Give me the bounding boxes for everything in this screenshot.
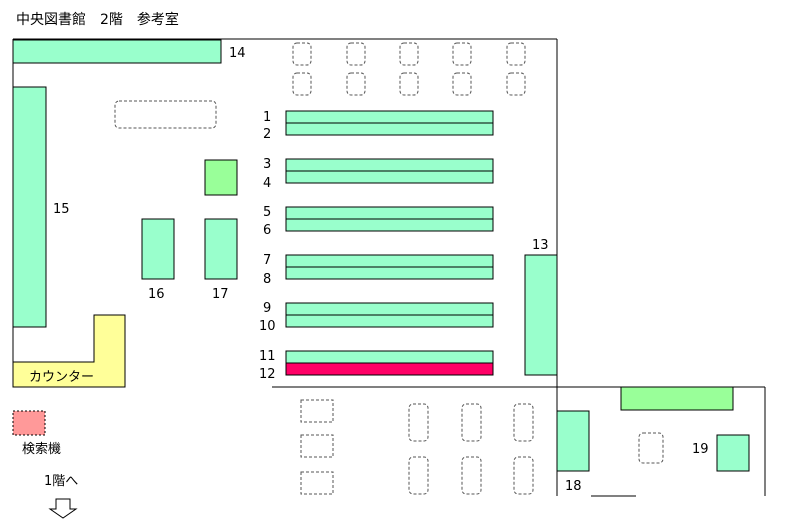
shelf-18-label: 18 [565, 479, 582, 494]
shelf-6[interactable] [285, 218, 494, 232]
shelf-19[interactable] [716, 434, 750, 472]
shelf-12-label: 12 [259, 367, 276, 382]
shelf-13[interactable] [524, 254, 558, 376]
shelf-14-label: 14 [229, 46, 246, 61]
shelf-13-label: 13 [532, 238, 549, 253]
shelf-16-label: 16 [148, 287, 165, 302]
shelf-4-label: 4 [263, 176, 271, 191]
shelf-12[interactable] [285, 362, 494, 376]
shelf-2[interactable] [285, 122, 494, 136]
shelf-11-label: 11 [259, 349, 276, 364]
display-shelf-bottom[interactable] [620, 386, 734, 411]
shelf-18[interactable] [556, 410, 590, 472]
shelf-15-label: 15 [53, 202, 70, 217]
stairs-label: 1階へ [44, 474, 78, 489]
shelf-2-label: 2 [263, 127, 271, 142]
seats-top [292, 42, 526, 96]
shelf-10-label: 10 [259, 319, 276, 334]
shelf-9[interactable] [285, 302, 494, 316]
shelf-17-label: 17 [212, 287, 229, 302]
page-title: 中央図書館 2階 参考室 [16, 11, 179, 28]
shelf-15[interactable] [12, 86, 47, 328]
shelf-6-label: 6 [263, 223, 271, 238]
seat-right [638, 432, 664, 464]
shelf-7[interactable] [285, 254, 494, 268]
shelf-1-label: 1 [263, 110, 271, 125]
down-arrow-icon[interactable] [48, 498, 78, 519]
shelf-3[interactable] [285, 158, 494, 172]
shelf-4[interactable] [285, 170, 494, 184]
shelf-17[interactable] [204, 218, 238, 280]
shelf-8-label: 8 [263, 272, 271, 287]
shelf-16[interactable] [141, 218, 175, 280]
shelf-7-label: 7 [263, 253, 271, 268]
display-shelf[interactable] [204, 159, 238, 196]
shelf-10[interactable] [285, 314, 494, 328]
shelf-14[interactable] [12, 39, 222, 64]
shelf-5-label: 5 [263, 205, 271, 220]
search-terminal-label: 検索機 [22, 442, 61, 457]
seats-bottom-middle [408, 403, 534, 495]
counter [12, 314, 126, 388]
counter-label: カウンター [29, 370, 94, 385]
shelf-3-label: 3 [263, 157, 271, 172]
shelf-5[interactable] [285, 206, 494, 220]
shelf-9-label: 9 [263, 301, 271, 316]
shelf-1[interactable] [285, 110, 494, 124]
seats-bottom-left [300, 399, 334, 495]
shelf-11[interactable] [285, 350, 494, 364]
shelf-8[interactable] [285, 266, 494, 280]
shelf-19-label: 19 [692, 442, 709, 457]
reading-table [114, 100, 217, 129]
search-terminal[interactable] [12, 410, 46, 436]
